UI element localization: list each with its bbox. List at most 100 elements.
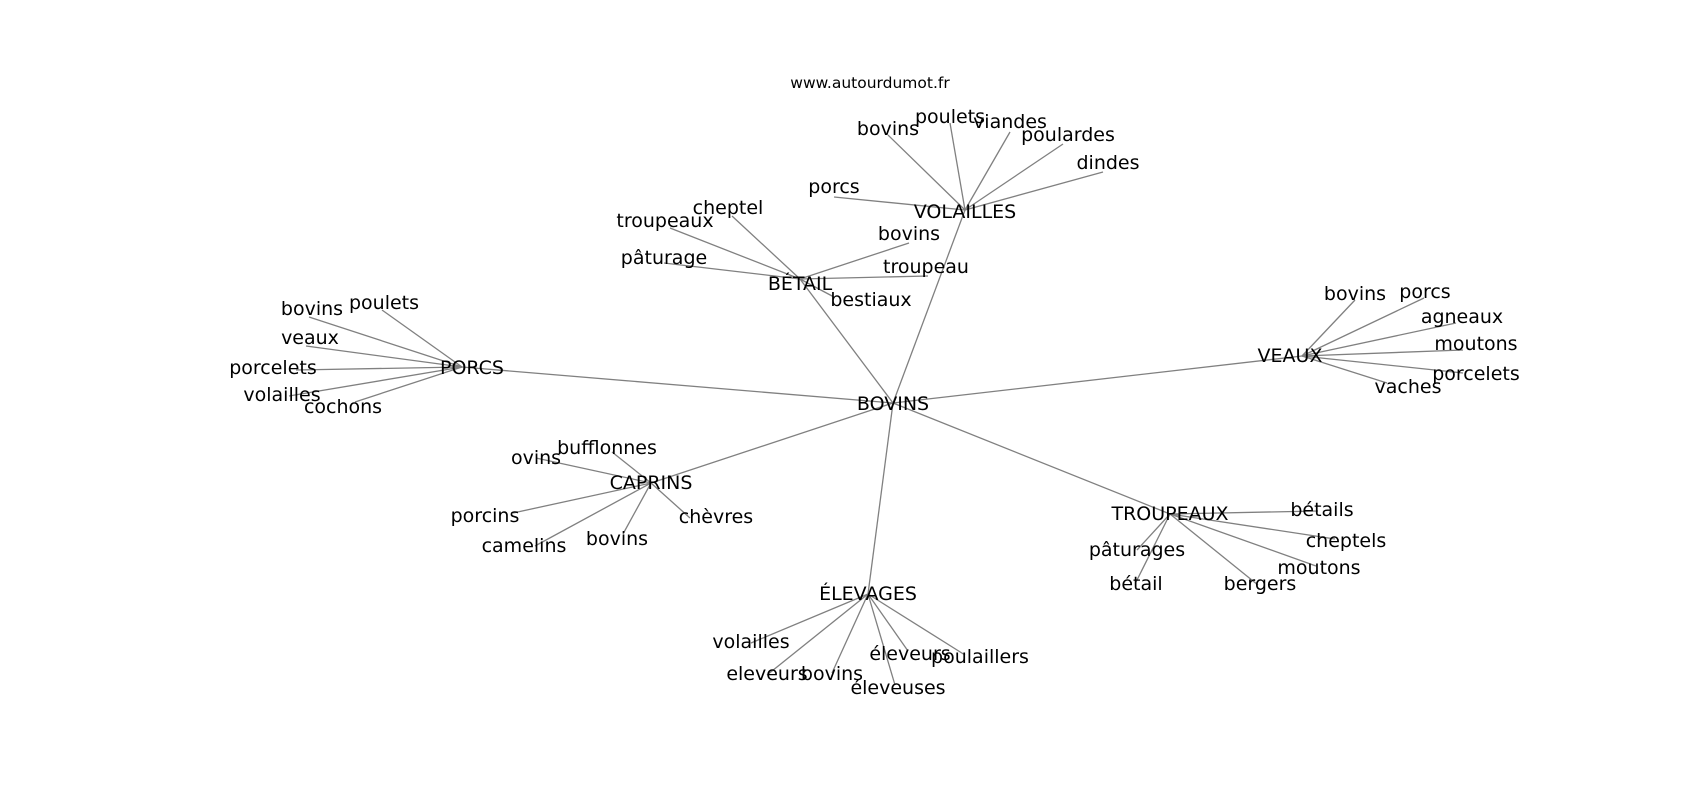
edge-child-6-3	[867, 593, 896, 686]
edge-root-6	[867, 402, 894, 595]
leaf-node-label: cochons	[304, 396, 382, 418]
edge-child-0-5	[833, 196, 966, 211]
edge-root-1	[799, 278, 894, 404]
group-node-label: ÉLEVAGES	[819, 582, 917, 605]
leaf-node-label: porcs	[1399, 281, 1450, 303]
leaf-node-label: troupeaux	[616, 210, 713, 232]
leaf-node-label: éleveurs	[869, 643, 950, 665]
edge-child-1-5	[799, 278, 835, 298]
leaf-node-label: bovins	[878, 223, 940, 245]
edge-child-6-1	[766, 593, 869, 676]
leaf-node-label: volailles	[712, 631, 789, 653]
edge-child-5-5	[1136, 513, 1171, 551]
site-url: www.autourdumot.fr	[790, 74, 950, 92]
edge-child-1-0	[731, 215, 801, 280]
edge-child-0-3	[964, 143, 1064, 211]
leaf-node-label: porcelets	[229, 357, 317, 379]
edge-child-6-2	[831, 593, 869, 674]
edge-child-2-4	[288, 366, 463, 397]
edge-child-2-3	[295, 366, 463, 371]
leaf-node-label: volailles	[243, 384, 320, 406]
edge-root-0	[892, 209, 966, 404]
edge-child-2-0	[308, 316, 463, 368]
leaf-node-label: poulardes	[1021, 124, 1115, 146]
leaf-node-label: bovins	[857, 118, 919, 140]
edge-child-5-4	[1135, 513, 1171, 583]
leaf-node-label: bovins	[1324, 283, 1386, 305]
leaf-node-label: agneaux	[1421, 306, 1503, 328]
edge-child-4-4	[622, 482, 652, 535]
edge-child-4-2	[512, 482, 652, 514]
leaf-node-label: bétail	[1109, 573, 1162, 595]
leaf-node-label: bergers	[1224, 573, 1297, 595]
edge-child-3-4	[1301, 355, 1464, 374]
edge-child-6-0	[750, 593, 869, 644]
leaf-node-label: porcs	[808, 176, 859, 198]
leaf-node-label: porcelets	[1432, 363, 1520, 385]
edge-child-2-5	[354, 366, 463, 403]
leaf-node-label: bestiaux	[830, 289, 911, 311]
edge-child-3-0	[1301, 299, 1356, 357]
group-node-label: VEAUX	[1258, 345, 1323, 367]
leaf-node-label: cheptel	[693, 197, 764, 219]
group-node-label: TROUPEAUX	[1110, 503, 1228, 525]
leaf-node-label: éleveuses	[850, 677, 945, 699]
edge-child-2-1	[381, 309, 463, 368]
labels-layer: BOVINSVOLAILLESbovinspouletsviandespoula…	[229, 106, 1520, 699]
edge-root-5	[892, 402, 1171, 515]
leaf-node-label: poulets	[349, 292, 419, 314]
edge-child-2-2	[305, 345, 463, 368]
leaf-node-label: troupeau	[883, 256, 969, 278]
edge-child-5-0	[1169, 510, 1319, 515]
edge-child-3-3	[1301, 349, 1464, 357]
group-node-label: CAPRINS	[610, 472, 693, 494]
edge-child-5-3	[1169, 513, 1259, 586]
edge-child-4-3	[534, 482, 652, 547]
edge-child-6-5	[867, 593, 966, 656]
leaf-node-label: poulaillers	[931, 646, 1029, 668]
edge-child-0-1	[949, 122, 966, 211]
leaf-node-label: dindes	[1076, 152, 1139, 174]
edge-child-3-1	[1301, 297, 1425, 357]
edge-child-4-5	[650, 482, 691, 519]
group-node-label: BÉTAIL	[768, 272, 833, 295]
group-node-label: PORCS	[440, 357, 504, 379]
edge-root-4	[650, 402, 894, 484]
edge-child-0-2	[964, 131, 1011, 211]
edge-child-1-2	[663, 262, 801, 280]
leaf-node-label: cheptels	[1306, 530, 1387, 552]
edge-child-1-3	[799, 242, 910, 280]
leaf-node-label: moutons	[1434, 333, 1517, 355]
edge-child-0-0	[887, 134, 966, 211]
leaf-node-label: vaches	[1375, 376, 1442, 398]
edge-child-3-2	[1301, 322, 1457, 357]
leaf-node-label: pâturage	[621, 247, 707, 269]
leaf-node-label: porcins	[451, 505, 520, 527]
edge-child-1-1	[669, 227, 801, 280]
leaf-node-label: bovins	[281, 298, 343, 320]
edge-child-4-1	[535, 457, 652, 484]
edge-child-1-4	[799, 275, 929, 280]
leaf-node-label: moutons	[1277, 557, 1360, 579]
leaf-node-label: veaux	[281, 327, 339, 349]
leaf-node-label: pâturages	[1089, 539, 1185, 561]
edge-child-5-1	[1169, 513, 1336, 540]
leaf-node-label: ovins	[511, 447, 561, 469]
leaf-node-label: camelins	[482, 535, 567, 557]
leaf-node-label: bovins	[801, 663, 863, 685]
edges-layer	[288, 122, 1464, 686]
leaf-node-label: eleveurs	[726, 663, 807, 685]
edge-child-4-0	[611, 451, 652, 484]
edge-root-2	[461, 366, 894, 404]
group-node-label: VOLAILLES	[914, 201, 1016, 223]
edge-child-0-4	[964, 171, 1104, 211]
leaf-node-label: bétails	[1290, 499, 1353, 521]
leaf-node-label: chèvres	[679, 506, 753, 528]
leaf-node-label: bovins	[586, 528, 648, 550]
root-node-label: BOVINS	[857, 393, 929, 415]
edge-child-3-5	[1301, 355, 1388, 384]
leaf-node-label: bufflonnes	[557, 437, 657, 459]
edge-child-5-2	[1169, 513, 1317, 567]
edge-child-6-4	[867, 593, 909, 652]
